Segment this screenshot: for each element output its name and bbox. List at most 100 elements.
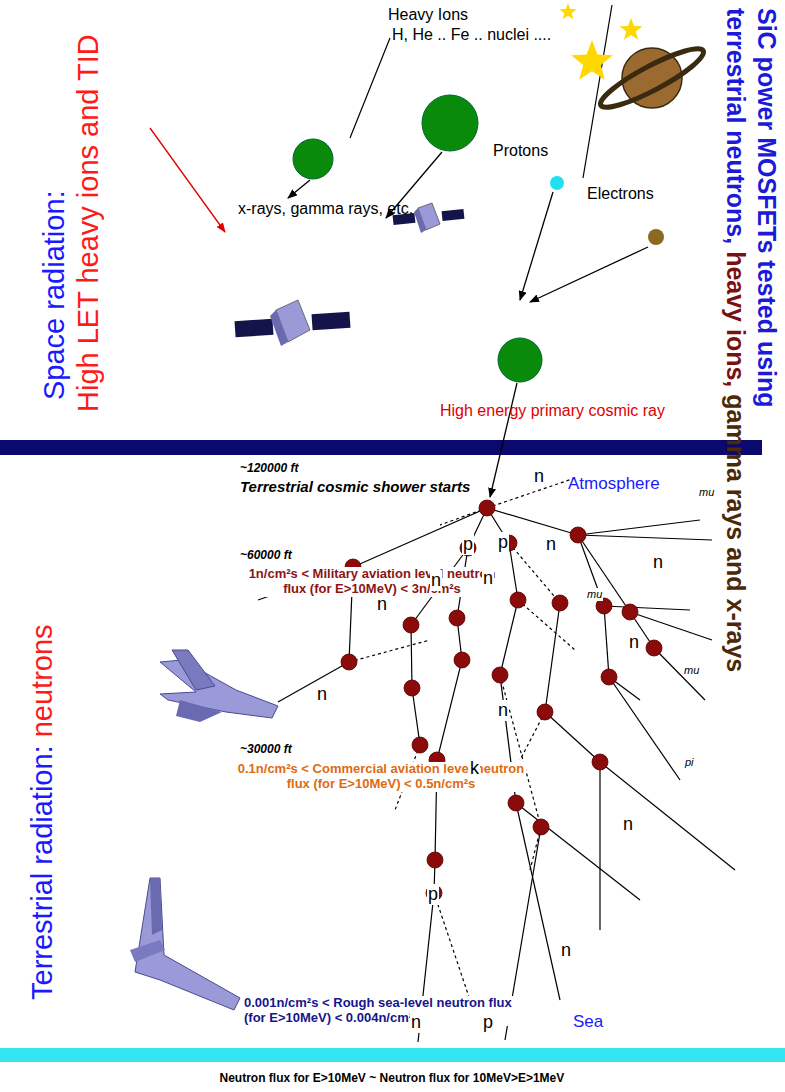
shower-particle: n [628, 632, 640, 653]
side-title: terrestrial neutrons, [722, 8, 750, 244]
shower-track [487, 508, 578, 535]
star [571, 40, 613, 80]
interaction-dot [449, 610, 465, 626]
leader-line [350, 38, 390, 138]
interaction-dot [510, 592, 526, 608]
shower-particle: n [560, 940, 572, 961]
shower-track [600, 762, 735, 870]
arrow [150, 128, 225, 232]
flux-note: 1n/cm²s < Military aviation level neutro… [236, 567, 508, 597]
annotation: High energy primary cosmic ray [440, 402, 665, 420]
saturn-icon [595, 40, 709, 116]
shower-track [434, 893, 470, 1000]
interaction-dot [404, 680, 420, 696]
interaction-dot [403, 617, 419, 633]
star [559, 3, 576, 19]
shower-particle: p [427, 884, 439, 905]
shower-particle: p [462, 534, 474, 555]
star [620, 18, 643, 40]
shower-track [578, 535, 604, 606]
shower-particle: mu [586, 588, 603, 601]
shower-particle: n [652, 552, 664, 573]
side-title: gamma rays and x-rays [722, 394, 750, 672]
shower-track [487, 478, 575, 508]
region-label: Atmosphere [568, 474, 660, 494]
interaction-dot [592, 754, 608, 770]
side-title: heavy ions, [722, 251, 750, 387]
interaction-dot [508, 795, 524, 811]
particle-label: Electrons [587, 185, 654, 203]
arrow [288, 180, 310, 198]
rotated-line: Terrestrial radiation: neutrons [26, 624, 59, 1000]
altitude-label: ~30000 ft [240, 743, 292, 757]
shower-track [630, 612, 712, 640]
shower-particle: n [430, 570, 442, 591]
arrow [490, 383, 517, 497]
stars [559, 3, 642, 80]
particle-label: x-rays, gamma rays, etc. [238, 200, 413, 218]
shower-track [516, 803, 560, 1000]
interaction-dot [601, 669, 617, 685]
interaction-dot [622, 604, 638, 620]
fighter-jet [160, 650, 278, 722]
shower-particle: p [497, 532, 509, 553]
shower-track [578, 520, 700, 535]
interaction-dot [570, 527, 586, 543]
shower-track [412, 688, 420, 745]
shower-track [437, 660, 462, 760]
shower-particle: mu [698, 486, 715, 499]
particle-label: Protons [493, 142, 548, 160]
shower-track [411, 625, 412, 688]
space-boundary-band [0, 440, 762, 455]
shower-particle: n [316, 684, 328, 705]
shower-track [500, 600, 518, 675]
interaction-dot [537, 704, 553, 720]
shower-track [545, 712, 600, 762]
shower-particle: n [622, 814, 634, 835]
side-title: Terrestrial radiation: [26, 745, 58, 1000]
heavy-ion-large [422, 95, 478, 151]
flux-note: 0.001n/cm²s < Rough sea-level neutron fl… [244, 996, 522, 1026]
interaction-dot [492, 667, 508, 683]
shower-track [609, 677, 680, 780]
interaction-dot [341, 654, 357, 670]
shower-particle: n [376, 594, 388, 615]
footnote: Neutron flux for E>10MeV ~ Neutron flux … [220, 1072, 565, 1086]
interaction-dot [479, 500, 495, 516]
altitude-label: ~60000 ft [240, 549, 292, 563]
shower-particle: p [482, 1012, 494, 1033]
shower-track [604, 606, 690, 610]
interaction-dot [427, 852, 443, 868]
interaction-dot [646, 640, 662, 656]
particle-label: H, He .. Fe .. nuclei .... [392, 26, 551, 44]
shower-track [604, 606, 609, 677]
shower-particle: n [545, 534, 557, 555]
airliner-tail [130, 878, 240, 1010]
side-title: Space radiation: [38, 190, 71, 400]
shower-track [599, 762, 600, 930]
sea-band [0, 1048, 785, 1062]
shower-particle: k [469, 758, 480, 779]
altitude-label: ~120000 ft [240, 462, 298, 476]
side-title: SiC power MOSFETs tested using [752, 8, 781, 408]
heavy-ion-small [293, 139, 333, 179]
rotated-line: terrestrial neutrons, heavy ions, gamma … [721, 8, 750, 672]
flux-note: 0.1n/cm²s < Commercial aviation level ne… [236, 762, 526, 792]
proton-dot [550, 176, 564, 190]
arrow [520, 192, 553, 300]
shower-track [349, 640, 430, 662]
shower-particle: n [497, 700, 509, 721]
shower-track [509, 543, 518, 600]
shower-track [545, 603, 560, 712]
side-title: High LET heavy ions and TID [72, 34, 105, 412]
shower-particle: n [410, 1012, 422, 1033]
shower-track [500, 675, 541, 827]
interaction-dot [454, 652, 470, 668]
electron-dot [648, 229, 664, 245]
arrow [530, 247, 648, 302]
particle-label: Heavy Ions [388, 6, 468, 24]
interaction-dot [412, 737, 428, 753]
shower-particle: n [482, 568, 494, 589]
